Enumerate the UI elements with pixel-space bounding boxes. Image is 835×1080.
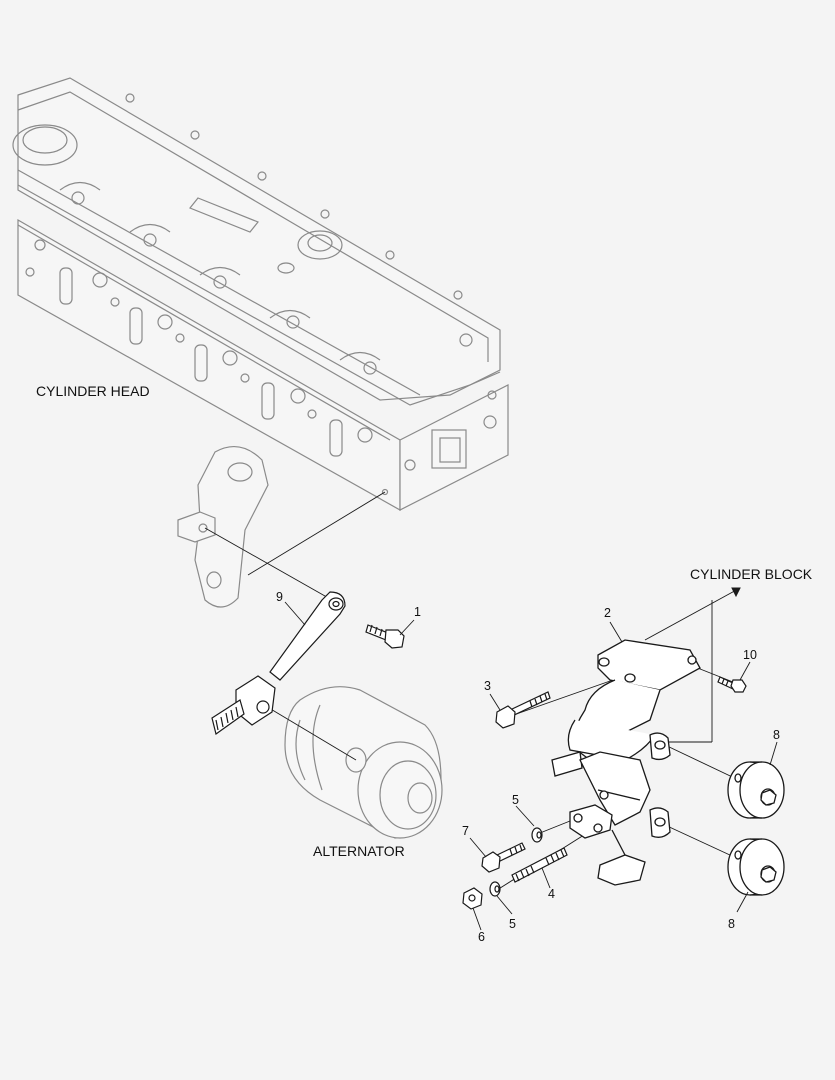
bolt-part-3 [495, 691, 551, 729]
callout-8-upper: 8 [773, 728, 780, 742]
callout-9: 9 [276, 590, 283, 604]
idler-pulley-upper [727, 761, 785, 819]
callout-leaders [284, 601, 778, 931]
bolt-part-1 [365, 624, 405, 649]
nut-part-6 [462, 887, 483, 910]
idler-pulley-lower [727, 838, 785, 896]
callout-3: 3 [484, 679, 491, 693]
bolt-part-7 [481, 842, 526, 873]
lift-bracket [177, 445, 269, 608]
cylinder-block-arrow [731, 587, 741, 598]
callout-10: 10 [743, 648, 757, 662]
callout-1: 1 [414, 605, 421, 619]
support-rod [211, 591, 346, 736]
callout-5-upper: 5 [512, 793, 519, 807]
bolt-part-10 [717, 676, 747, 693]
callout-5-lower: 5 [509, 917, 516, 931]
callout-4: 4 [548, 887, 555, 901]
alternator-body [284, 686, 443, 839]
label-alternator: ALTERNATOR [313, 843, 405, 859]
mounting-bracket-part-2 [551, 639, 701, 886]
label-cylinder-head: CYLINDER HEAD [36, 383, 150, 399]
washer-part-5-upper [531, 827, 543, 843]
cylinder-head [12, 77, 509, 512]
callout-6: 6 [478, 930, 485, 944]
callout-7: 7 [462, 824, 469, 838]
label-cylinder-block: CYLINDER BLOCK [690, 566, 813, 582]
callout-2: 2 [604, 606, 611, 620]
callout-8-lower: 8 [728, 917, 735, 931]
washer-part-5-lower [489, 881, 501, 897]
stud-part-4 [511, 847, 568, 883]
